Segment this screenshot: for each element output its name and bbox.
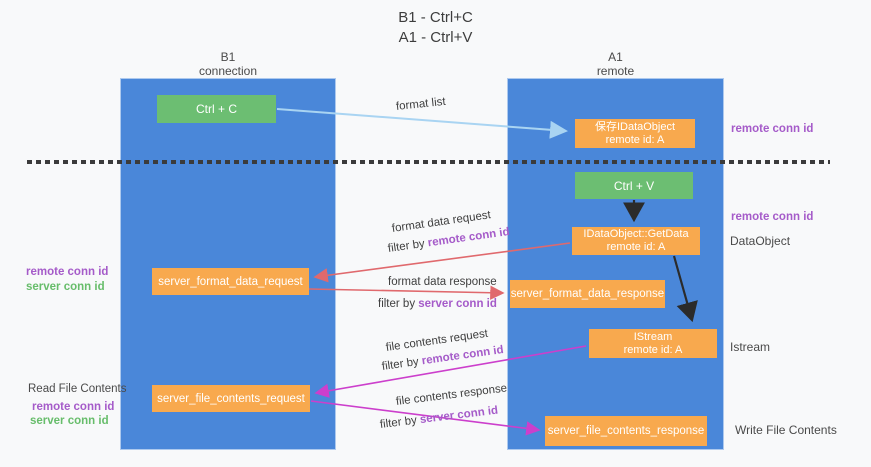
label-filter-by-server-conn-id-2: filter by server conn id (379, 405, 498, 431)
label-filter-prefix-3: filter by (381, 355, 423, 373)
column-right-header-line1: A1 (608, 50, 623, 64)
box-ctrl-c: Ctrl + C (157, 95, 276, 123)
label-remote-conn-id-highlight-1: remote conn id (427, 225, 511, 250)
box-save-idataobject-line1: 保存IDataObject (594, 120, 676, 133)
label-server-conn-id-left-2: server conn id (30, 415, 109, 427)
box-idataobject-getdata-line1: IDataObject::GetData (583, 228, 689, 240)
box-server-file-contents-response-label: server_file_contents_response (547, 425, 705, 437)
box-server-format-data-request-label: server_format_data_request (158, 275, 303, 288)
box-server-format-data-response-label: server_format_data_response (510, 288, 665, 300)
box-ctrl-c-label: Ctrl + C (195, 102, 237, 116)
box-save-idataobject-line2: remote id: A (605, 133, 665, 146)
label-server-conn-id-highlight-2: server conn id (419, 404, 499, 427)
box-idataobject-getdata: IDataObject::GetData remote id: A (572, 227, 700, 255)
label-server-conn-id-left-1: server conn id (26, 281, 105, 293)
label-dataobject: DataObject (730, 234, 791, 248)
label-filter-by-server-conn-id-1: filter by server conn id (378, 298, 497, 310)
label-remote-conn-id-right-top: remote conn id (731, 123, 814, 135)
label-filter-prefix-2: filter by (378, 298, 419, 310)
box-save-idataobject: 保存IDataObject remote id: A (575, 119, 695, 148)
box-istream: IStream remote id: A (589, 329, 717, 358)
column-right-header-line2: remote (596, 64, 635, 78)
box-server-file-contents-response: server_file_contents_response (545, 416, 707, 446)
diagram-title-line1: B1 - Ctrl+C (398, 9, 473, 26)
label-format-data-response: format data response (388, 276, 497, 288)
label-filter-prefix-1: filter by (387, 237, 429, 255)
box-server-file-contents-request: server_file_contents_request (152, 385, 310, 412)
label-server-conn-id-highlight-1: server conn id (418, 298, 497, 310)
label-filter-prefix-4: filter by (379, 414, 421, 431)
box-server-format-data-response: server_format_data_response (510, 280, 665, 308)
diagram-title-line2: A1 - Ctrl+V (398, 29, 473, 46)
box-ctrl-v: Ctrl + V (575, 172, 693, 199)
box-server-file-contents-request-label: server_file_contents_request (157, 392, 305, 405)
label-format-list: format list (395, 95, 447, 113)
label-remote-conn-id-right-mid: remote conn id (731, 211, 814, 223)
label-file-contents-response: file contents response (395, 382, 508, 408)
box-ctrl-v-label: Ctrl + V (613, 178, 655, 193)
label-read-file-contents: Read File Contents (28, 383, 127, 395)
arrow-format-data-response (308, 285, 505, 300)
label-istream: Istream (730, 340, 771, 354)
label-remote-conn-id-left-2: remote conn id (32, 401, 115, 413)
dashed-separator (27, 160, 830, 164)
box-istream-line1: IStream (633, 330, 673, 343)
label-remote-conn-id-highlight-2: remote conn id (421, 343, 505, 368)
column-left-header-line2: connection (198, 64, 258, 78)
column-left-header: B1 connection (120, 50, 336, 78)
box-server-format-data-request: server_format_data_request (152, 268, 309, 295)
column-left-header-line1: B1 (220, 50, 236, 64)
label-write-file-contents: Write File Contents (735, 423, 837, 437)
column-right-header: A1 remote (507, 50, 724, 78)
diagram-title: B1 - Ctrl+C A1 - Ctrl+V (0, 8, 871, 48)
label-remote-conn-id-left-1: remote conn id (26, 266, 109, 278)
box-istream-line2: remote id: A (623, 343, 683, 356)
box-idataobject-getdata-line2: remote id: A (606, 241, 666, 253)
